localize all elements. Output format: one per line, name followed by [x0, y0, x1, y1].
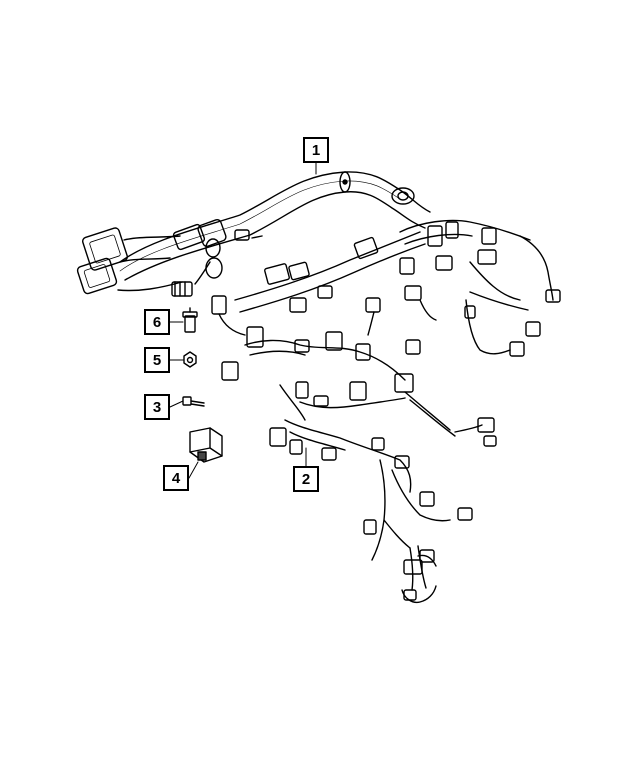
main-harness — [76, 171, 431, 297]
callout-2: 2 — [293, 466, 319, 492]
callout-6: 6 — [144, 309, 170, 335]
harness-branches — [211, 219, 561, 447]
stud-spacer-part — [182, 307, 198, 333]
callout-1: 1 — [303, 137, 329, 163]
callout-5: 5 — [144, 347, 170, 373]
callout-4: 4 — [163, 465, 189, 491]
bracket-clip-part — [189, 427, 223, 463]
callout-3: 3 — [144, 394, 170, 420]
leader-lines — [169, 162, 317, 479]
nut-part — [183, 351, 197, 368]
engine-sub-harness — [269, 419, 473, 604]
bolt-part — [182, 396, 205, 407]
